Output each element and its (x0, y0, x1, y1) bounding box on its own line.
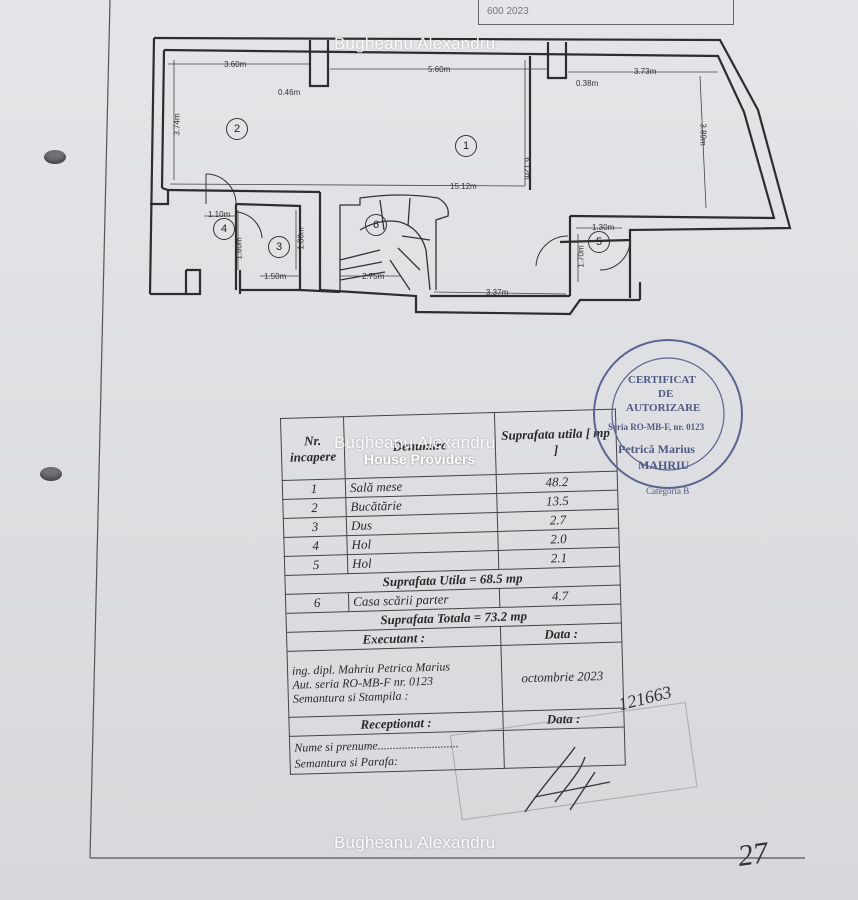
dim-label: 0.46m (278, 88, 301, 97)
executant-date: octombrie 2023 (500, 642, 624, 712)
executant-row: ing. dipl. Mahriu Petrica Marius Aut. se… (287, 642, 624, 718)
dim-label: 3.89m (698, 123, 708, 146)
watermark-bottom: Bugheanu Alexandru (334, 833, 496, 852)
handwritten-page-number: 27 (735, 836, 771, 873)
dim-label: 0.38m (576, 79, 599, 88)
dim-label: 1.10m (208, 210, 231, 219)
room-number: 3 (268, 236, 290, 258)
dim-label: 1.30m (592, 223, 615, 232)
dim-label: 1.80m (296, 227, 306, 250)
room-number: 1 (455, 135, 477, 157)
watermark-brand: House Providers (364, 451, 476, 467)
binder-hole-top (44, 150, 66, 164)
room-number: 6 (365, 214, 387, 236)
dim-label: 5.60m (428, 65, 451, 74)
top-box-text: 600 2023 (487, 6, 529, 17)
watermark-top: Bugheanu Alexandru (334, 34, 496, 53)
dim-label: 2.75m (362, 272, 385, 281)
top-partial-box: 600 2023 (478, 0, 734, 25)
room-number: 5 (588, 231, 610, 253)
watermark-middle: Bugheanu Alexandru (334, 433, 496, 452)
dim-label: 1.70m (576, 245, 586, 268)
dim-label: 1.80m (234, 237, 244, 260)
room-number: 2 (226, 118, 248, 140)
room-number: 4 (213, 218, 235, 240)
dim-label: 3.74m (172, 113, 182, 136)
dim-label: 3.37m (486, 288, 509, 297)
dim-label: 6.12m (522, 157, 532, 180)
dim-label: 15.12m (450, 182, 477, 191)
binder-hole-bottom (40, 467, 62, 481)
authorization-stamp: CERTIFICAT DE AUTORIZARE Seria RO-MB-F, … (588, 330, 748, 496)
signature-mark (524, 746, 611, 813)
dim-label: 1.50m (264, 272, 287, 281)
dim-label: 3.73m (634, 67, 657, 76)
dim-label: 3.60m (224, 60, 247, 69)
